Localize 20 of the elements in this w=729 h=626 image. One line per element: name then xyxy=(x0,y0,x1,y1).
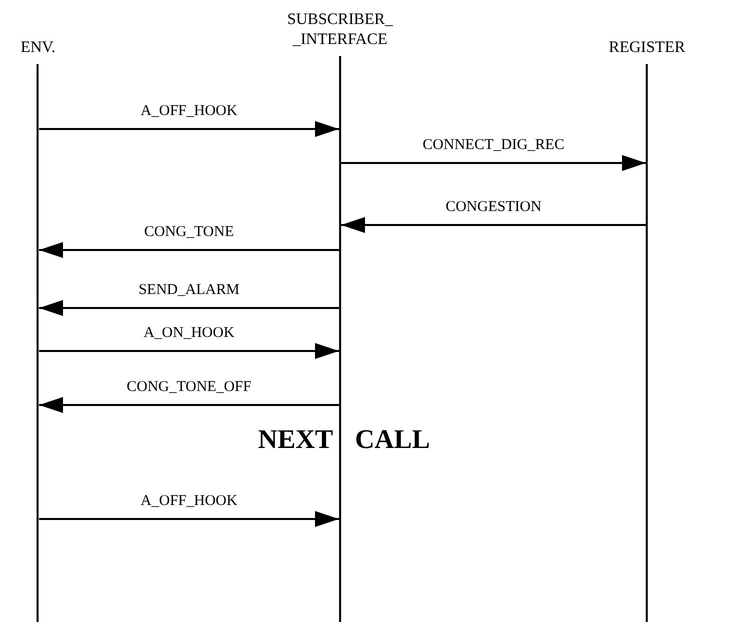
lifeline-label: SUBSCRIBER_ _INTERFACE xyxy=(287,10,393,50)
annotation-text: CALL xyxy=(355,424,430,454)
edge-label: CONG_TONE xyxy=(142,223,236,241)
arrow xyxy=(39,121,339,137)
arrow xyxy=(39,397,339,413)
arrow xyxy=(341,155,646,171)
edge-label: A_OFF_HOOK xyxy=(138,492,240,510)
edge-label: CONNECT_DIG_REC xyxy=(420,136,566,154)
edge-label: A_ON_HOOK xyxy=(142,324,236,342)
annotation-text: NEXT xyxy=(258,424,334,454)
lifeline-label: REGISTER xyxy=(608,38,686,58)
arrow xyxy=(341,217,646,233)
edge-label: CONG_TONE_OFF xyxy=(124,378,254,396)
lifeline-label: ENV. xyxy=(20,38,56,58)
arrow xyxy=(39,343,339,359)
arrow xyxy=(39,300,339,316)
edge-label: A_OFF_HOOK xyxy=(138,102,240,120)
arrow xyxy=(39,242,339,258)
arrow xyxy=(39,511,339,527)
edge-label: SEND_ALARM xyxy=(136,281,242,299)
